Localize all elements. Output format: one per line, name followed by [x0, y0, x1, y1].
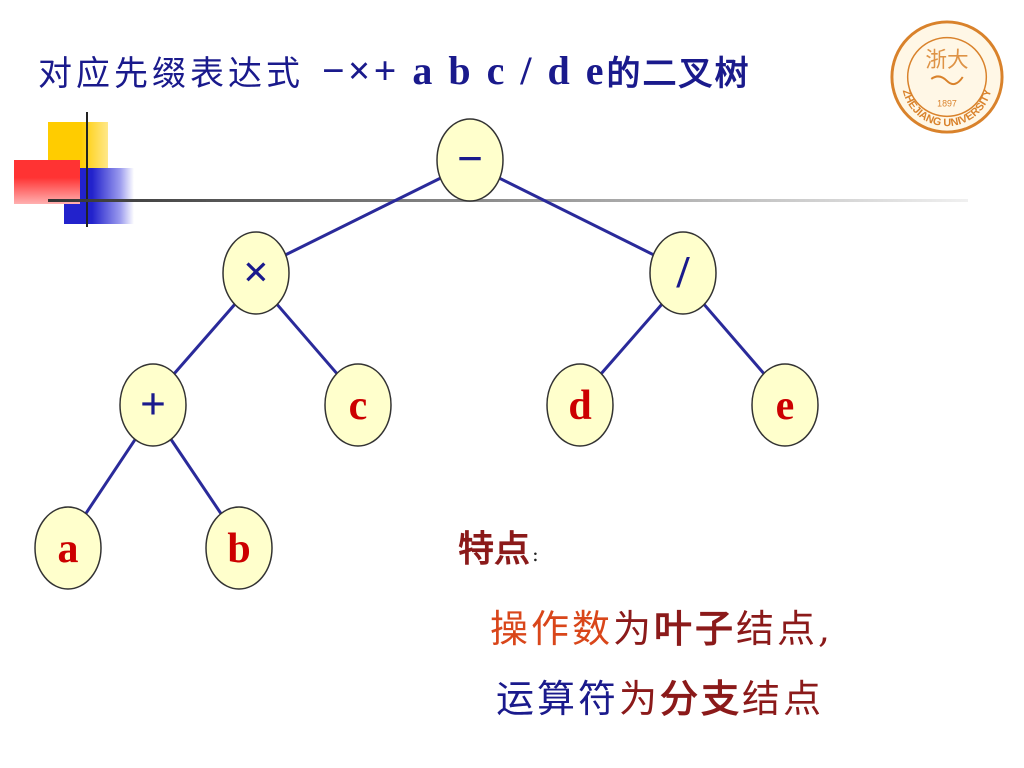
tree-node-label-times: × — [243, 246, 269, 297]
deco-vertical-line — [86, 112, 88, 227]
tree-node-shape-a — [34, 506, 102, 590]
tree-edge-div-e — [701, 301, 767, 377]
tree-node-label-plus: + — [140, 378, 166, 429]
tree-node-div: / — [649, 231, 717, 315]
tree-edge-minus-div — [497, 175, 656, 258]
title-expression: −×+ a b c / d e — [322, 47, 607, 93]
tree-node-label-a: a — [58, 526, 79, 572]
slide-title: 对应先缀表达式 −×+ a b c / d e 的二叉树 — [38, 40, 751, 100]
tree-edge-times-plus — [171, 301, 238, 377]
note-is-word-1: 为 — [613, 607, 655, 651]
tree-node-shape-b — [205, 506, 273, 590]
features-heading-text: 特点 — [458, 528, 531, 570]
seal-year: 1897 — [937, 99, 957, 109]
tree-node-label-e: e — [776, 383, 795, 429]
tree-edge-plus-a — [82, 435, 139, 518]
tree-node-shape-plus — [119, 363, 187, 447]
tree-node-d: d — [546, 363, 614, 447]
tree-node-shape-e — [751, 363, 819, 447]
tree-edge-times-c — [274, 301, 340, 377]
tree-node-shape-d — [546, 363, 614, 447]
deco-red-square — [14, 160, 80, 204]
tree-node-b: b — [205, 506, 273, 590]
tree-node-c: c — [324, 363, 392, 447]
tree-node-label-c: c — [349, 383, 368, 429]
note-line-operands: 操作数为叶子结点, — [490, 598, 833, 653]
tree-node-plus: + — [119, 363, 187, 447]
note-is-word-2: 为 — [619, 677, 661, 721]
tree-node-shape-times — [222, 231, 290, 315]
tree-node-label-minus: − — [457, 133, 483, 184]
tree-node-shape-minus — [436, 118, 504, 202]
title-prefix: 对应先缀表达式 — [38, 53, 304, 94]
tree-node-shape-c — [324, 363, 392, 447]
note-leaf-word: 叶子 — [654, 606, 737, 651]
note-operator-word: 运算符 — [496, 677, 620, 721]
note-line-operators: 运算符为分支结点 — [496, 668, 824, 723]
tree-node-times: × — [222, 231, 290, 315]
tree-node-e: e — [751, 363, 819, 447]
university-seal-logo: ZHEJIANG UNIVERSITY 1897 浙大 — [890, 20, 1004, 134]
note-node-word-1: 结点, — [736, 607, 834, 651]
deco-horizontal-rule — [48, 199, 968, 202]
seal-glyphs: 浙大 — [925, 48, 968, 73]
tree-node-label-div: / — [676, 246, 691, 297]
tree-node-minus: − — [436, 118, 504, 202]
tree-node-a: a — [34, 506, 102, 590]
note-branch-word: 分支 — [660, 676, 743, 721]
note-node-word-2: 结点 — [742, 677, 825, 721]
note-operand-word: 操作数 — [490, 607, 614, 651]
tree-node-shape-div — [649, 231, 717, 315]
title-suffix: 的二叉树 — [606, 53, 751, 94]
features-heading: 特点: — [458, 520, 539, 572]
features-note: 特点: — [458, 520, 539, 572]
tree-edge-div-d — [598, 301, 665, 377]
features-colon: : — [532, 542, 539, 566]
tree-node-label-d: d — [568, 383, 591, 429]
tree-edge-minus-times — [283, 175, 443, 258]
tree-node-label-b: b — [227, 526, 250, 572]
tree-edge-plus-b — [167, 435, 225, 518]
